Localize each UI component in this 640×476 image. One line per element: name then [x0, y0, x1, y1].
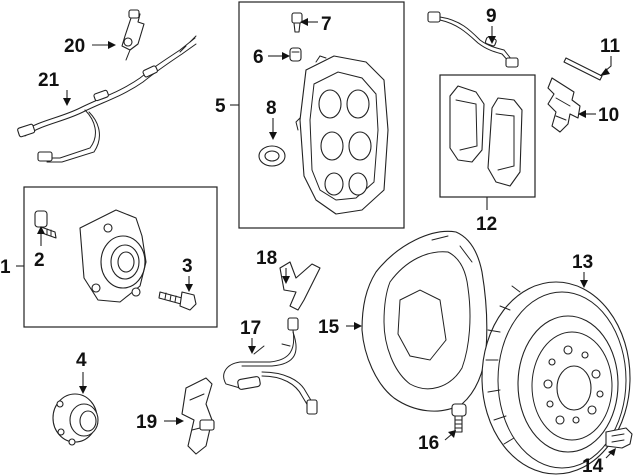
- callout-8: 8: [266, 98, 277, 119]
- part-14-bolt: [605, 427, 633, 449]
- part-16-bolt: [451, 403, 467, 433]
- part-21-wire-harness: [17, 35, 197, 163]
- callout-20: 20: [64, 36, 85, 57]
- part-3-bolt: [158, 291, 197, 311]
- callout-19: 19: [136, 412, 157, 433]
- group-box-hub: [23, 186, 218, 328]
- callout-7: 7: [321, 14, 332, 35]
- part-10-spring-clip: [547, 77, 581, 133]
- part-2-bolt: [34, 210, 57, 239]
- part-4-hub-flange: [52, 393, 99, 446]
- part-7-bleeder: [291, 12, 303, 33]
- callout-2: 2: [34, 250, 45, 271]
- group-box-caliper: [238, 1, 405, 229]
- part-11-pin: [563, 57, 603, 81]
- callout-3: 3: [182, 256, 193, 277]
- callout-11: 11: [600, 36, 621, 57]
- part-15-splash-shield: [361, 230, 488, 412]
- callout-1: 1: [0, 257, 11, 278]
- callout-4: 4: [76, 350, 87, 371]
- callout-6: 6: [253, 47, 264, 68]
- part-17-sensor-wire: [223, 317, 318, 415]
- callout-labels: 1 2 3 4 5 6 7 8 9 10 11 12 13 14 15 16 1…: [0, 6, 621, 476]
- callout-16: 16: [418, 433, 439, 454]
- callout-18: 18: [256, 248, 277, 269]
- callout-14: 14: [582, 456, 604, 476]
- callout-15: 15: [318, 317, 340, 338]
- part-18-bracket: [279, 261, 321, 311]
- callout-17: 17: [240, 318, 261, 339]
- part-13-brake-rotor: [481, 281, 631, 475]
- part-5-caliper: [295, 55, 389, 215]
- callout-5: 5: [215, 96, 226, 117]
- leader-lines: [16, 18, 616, 459]
- callout-10: 10: [598, 105, 619, 126]
- callout-21: 21: [38, 70, 60, 91]
- part-8-seal-ring: [258, 145, 286, 167]
- part-12-brake-pads: [449, 85, 523, 187]
- callout-9: 9: [486, 6, 497, 27]
- part-20-abs-sensor: [121, 9, 145, 61]
- part-19-bracket: [181, 377, 215, 455]
- part-1-hub-bearing: [79, 209, 147, 303]
- callout-12: 12: [476, 214, 497, 235]
- callout-13: 13: [572, 252, 593, 273]
- part-6-cap: [289, 47, 302, 62]
- part-9-wear-sensor: [427, 11, 519, 68]
